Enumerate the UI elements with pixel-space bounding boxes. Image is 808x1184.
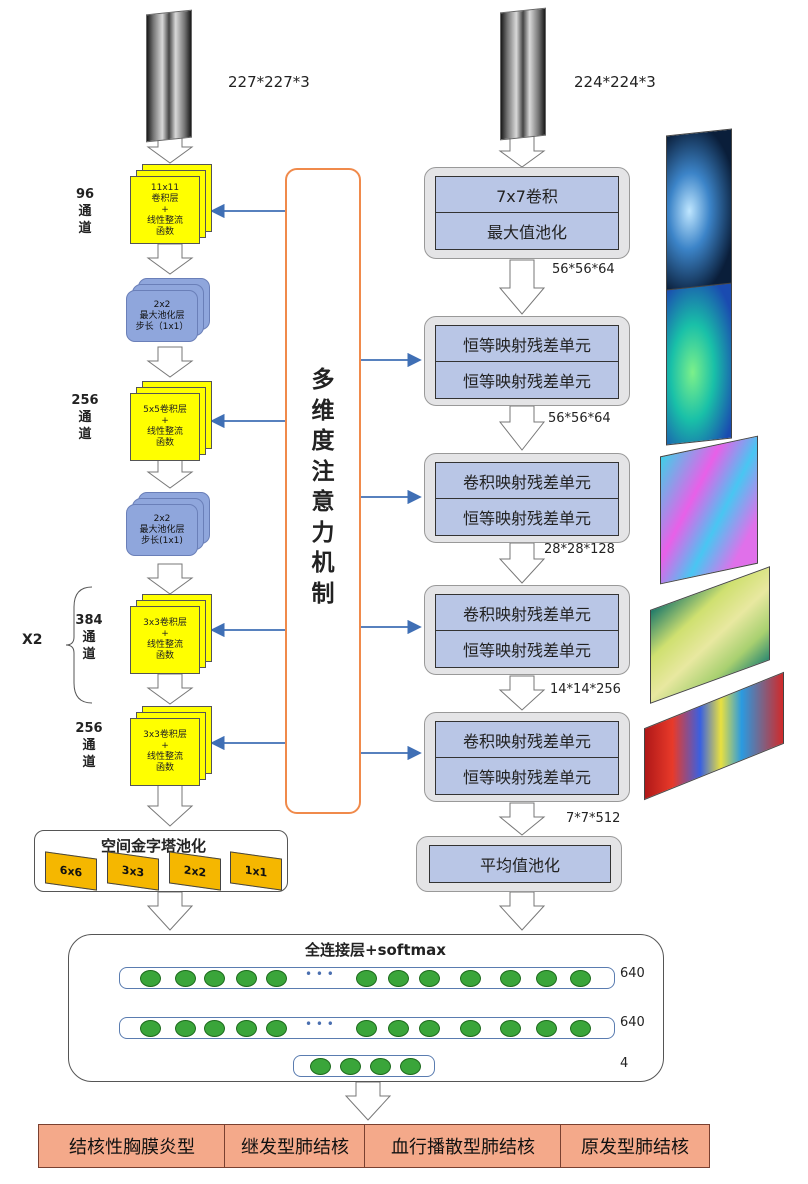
fc-output-layer [293, 1055, 435, 1077]
fully-connected-softmax-box: 全连接层+softmax • • • • • • [68, 934, 664, 1082]
residual-group-3: 卷积映射残差单元 恒等映射残差单元 [424, 585, 630, 675]
right-input-dimension: 224*224*3 [574, 73, 656, 91]
fc-layer-1: • • • [119, 967, 615, 989]
conv-block-5x5: 5x5卷积层+线性整流函数 [130, 393, 200, 461]
conv-residual-unit: 卷积映射残差单元 [435, 462, 619, 500]
spp-cell-6x6: 6x6 [45, 851, 97, 891]
conv-residual-unit: 卷积映射残差单元 [435, 594, 619, 632]
neuron-node [460, 970, 481, 987]
neuron-node [204, 1020, 225, 1037]
neuron-node [419, 1020, 440, 1037]
neuron-node [536, 1020, 557, 1037]
conv-residual-unit: 卷积映射残差单元 [435, 721, 619, 759]
neuron-node [140, 1020, 161, 1037]
attention-label: 多维度注意力机制 [311, 367, 335, 607]
fc-size-3: 4 [620, 1056, 629, 1071]
residual-group-1: 恒等映射残差单元 恒等映射残差单元 [424, 316, 630, 406]
neuron-node [266, 970, 287, 987]
neuron-node [400, 1058, 421, 1075]
output-class-miliary-tb: 血行播散型肺结核 [364, 1124, 562, 1168]
spatial-pyramid-pooling-box: 空间金字塔池化 6x6 3x3 2x2 1x1 [34, 830, 288, 892]
fc-layer-2: • • • [119, 1017, 615, 1039]
neuron-node [536, 970, 557, 987]
neuron-node [140, 970, 161, 987]
neuron-node [356, 1020, 377, 1037]
neuron-node [500, 970, 521, 987]
neuron-node [419, 970, 440, 987]
feature-map-image-3 [660, 435, 758, 585]
neuron-node [204, 970, 225, 987]
maxpool-cell: 最大值池化 [435, 212, 619, 250]
conv-block-3x3-a: 3x3卷积层+线性整流函数 [130, 606, 200, 674]
residual-group-4: 卷积映射残差单元 恒等映射残差单元 [424, 712, 630, 802]
spp-cell-2x2: 2x2 [169, 851, 221, 891]
neuron-node [570, 970, 591, 987]
identity-residual-unit: 恒等映射残差单元 [435, 630, 619, 668]
neuron-node [356, 970, 377, 987]
conv-block-3x3-b: 3x3卷积层+线性整流函数 [130, 718, 200, 786]
feature-map-image-2 [666, 282, 732, 446]
multi-dimension-attention-box: 多维度注意力机制 [285, 168, 361, 814]
right-input-xray-image [500, 7, 546, 141]
conv-pool-group: 7x7卷积 最大值池化 [424, 167, 630, 259]
repeat-bracket [65, 586, 93, 704]
avgpool-group: 平均值池化 [416, 836, 622, 892]
neuron-node [570, 1020, 591, 1037]
neuron-node [175, 1020, 196, 1037]
neuron-node [266, 1020, 287, 1037]
spp-cell-1x1: 1x1 [230, 851, 282, 891]
dim-label-4: 14*14*256 [550, 682, 621, 697]
left-input-dimension: 227*227*3 [228, 73, 310, 91]
neuron-node [500, 1020, 521, 1037]
right-flow-arrows [344, 132, 546, 1121]
spp-cell-3x3: 3x3 [107, 851, 159, 891]
neuron-node [388, 970, 409, 987]
neuron-node [340, 1058, 361, 1075]
dim-label-3: 28*28*128 [544, 542, 615, 557]
neuron-node [310, 1058, 331, 1075]
neuron-node [388, 1020, 409, 1037]
identity-residual-unit: 恒等映射残差单元 [435, 498, 619, 536]
dim-label-1: 56*56*64 [552, 262, 615, 277]
attention-arrows [210, 203, 422, 761]
conv7x7-cell: 7x7卷积 [435, 176, 619, 214]
neuron-node [370, 1058, 391, 1075]
dim-label-5: 7*7*512 [566, 811, 621, 826]
fc-size-1: 640 [620, 966, 645, 981]
ellipsis-dots: • • • [305, 967, 334, 981]
left-input-xray-image [146, 9, 192, 143]
neuron-node [236, 970, 257, 987]
output-class-primary-tb: 原发型肺结核 [560, 1124, 710, 1168]
repeat-label: X2 [22, 632, 43, 648]
neuron-node [236, 1020, 257, 1037]
neuron-node [175, 970, 196, 987]
ellipsis-dots: • • • [305, 1017, 334, 1031]
fc-title: 全连接层+softmax [305, 941, 446, 959]
feature-map-image-1 [666, 128, 732, 292]
left-flow-arrows [146, 132, 194, 931]
dim-label-2: 56*56*64 [548, 411, 611, 426]
identity-residual-unit: 恒等映射残差单元 [435, 757, 619, 795]
residual-group-2: 卷积映射残差单元 恒等映射残差单元 [424, 453, 630, 543]
fc-size-2: 640 [620, 1015, 645, 1030]
output-class-secondary-tb: 继发型肺结核 [224, 1124, 366, 1168]
neuron-node [460, 1020, 481, 1037]
output-class-tuberculous-pleurisy: 结核性胸膜炎型 [38, 1124, 226, 1168]
identity-residual-unit: 恒等映射残差单元 [435, 361, 619, 399]
identity-residual-unit: 恒等映射残差单元 [435, 325, 619, 363]
avgpool-cell: 平均值池化 [429, 845, 611, 883]
spp-title: 空间金字塔池化 [101, 837, 207, 855]
